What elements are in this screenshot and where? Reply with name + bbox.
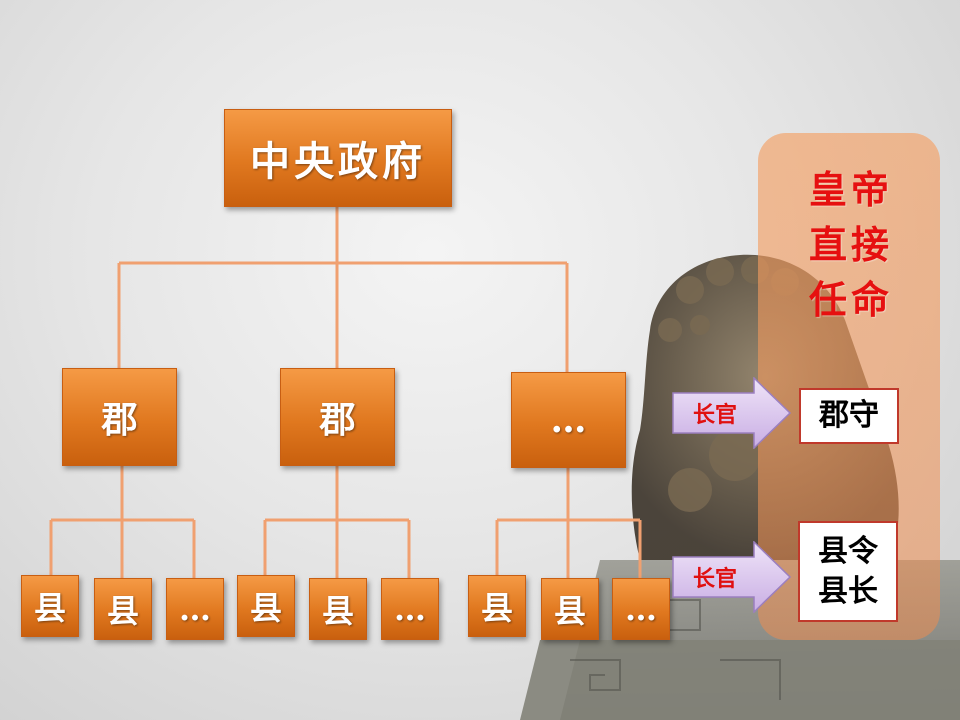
heading-line: 直接: [808, 222, 893, 267]
emperor-appointment-heading: 皇帝 直接 任命: [803, 162, 899, 327]
xian-ellipsis-node: …: [381, 578, 439, 640]
central-government-node: 中央政府: [224, 109, 452, 207]
official-title: 县令: [818, 533, 878, 569]
jun-node: 郡: [62, 368, 177, 466]
xian-node: 县: [541, 578, 599, 640]
xian-node: 县: [237, 575, 295, 637]
xian-node: 县: [21, 575, 79, 637]
jun-node: 郡: [280, 368, 395, 466]
xian-ellipsis-node: …: [612, 578, 670, 640]
heading-line: 皇帝: [808, 167, 893, 212]
xian-node: 县: [94, 578, 152, 640]
commandery-governor-box: 郡守: [799, 388, 899, 444]
arrow-label: 长官: [692, 402, 737, 428]
county-magistrate-box: 县令 县长: [798, 521, 898, 622]
official-title: 县长: [818, 573, 878, 609]
xian-node: 县: [309, 578, 367, 640]
xian-node: 县: [468, 575, 526, 637]
arrow-right-icon: [672, 541, 792, 613]
xian-ellipsis-node: …: [166, 578, 224, 640]
heading-line: 任命: [808, 277, 893, 322]
arrow-right-icon: [672, 377, 792, 449]
official-title: 郡守: [819, 398, 879, 433]
arrow-label: 长官: [692, 566, 737, 592]
jun-ellipsis-node: …: [511, 372, 626, 468]
